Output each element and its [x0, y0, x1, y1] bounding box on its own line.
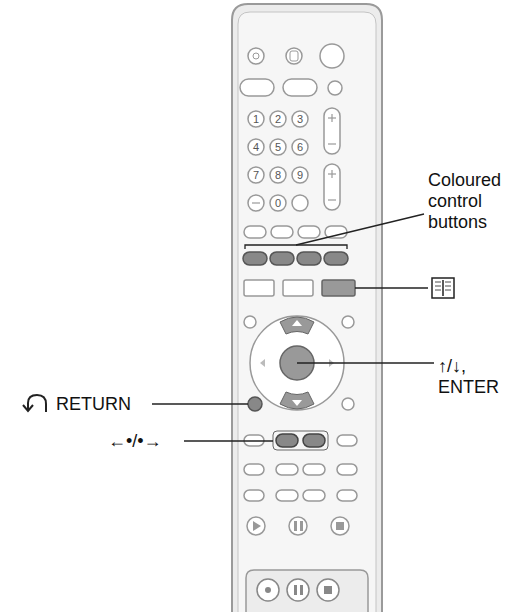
button-number: 5: [268, 140, 288, 154]
button-number: 9: [290, 168, 310, 182]
button-number: 2: [268, 112, 288, 126]
button-number: 4: [246, 140, 266, 154]
button-number: 7: [246, 168, 266, 182]
callout-label: ←•/•→: [108, 431, 182, 452]
return-icon: [23, 395, 46, 412]
guide-icon: [432, 278, 454, 298]
button-number: 3: [290, 112, 310, 126]
button-number: 8: [268, 168, 288, 182]
button-number: 6: [290, 140, 310, 154]
button-number: 0: [268, 196, 288, 210]
callout-label: Coloured control buttons: [428, 170, 522, 233]
button-number: 1: [246, 112, 266, 126]
callout-label: RETURN: [56, 394, 148, 415]
callout-label: ↑/↓, ENTER: [438, 356, 520, 398]
